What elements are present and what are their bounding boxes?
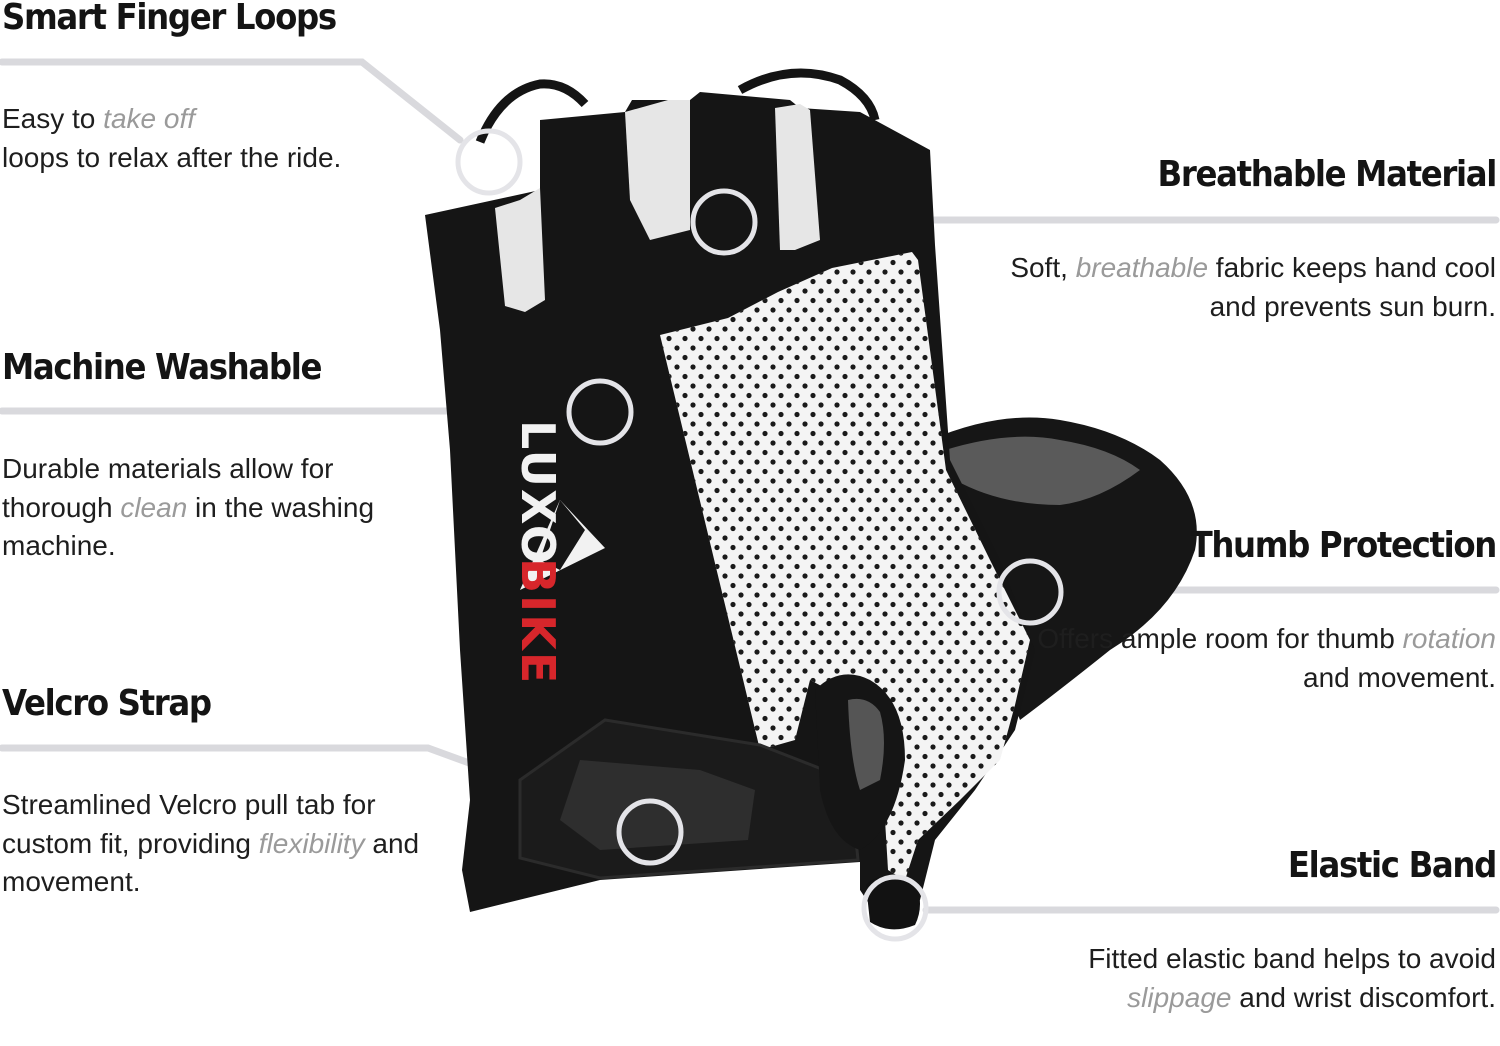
feature-title: Thumb Protection	[1190, 525, 1498, 566]
callout-circle-icon	[616, 798, 684, 866]
feature-description: Soft, breathable fabric keeps hand cool …	[1010, 252, 1496, 322]
callout-circle-icon	[996, 558, 1064, 626]
feature-description: Fitted elastic band helps to avoid slipp…	[1088, 943, 1496, 1013]
finger-loops	[475, 68, 880, 144]
callout-circle-icon	[455, 128, 523, 196]
finger-gaps	[495, 100, 820, 312]
callout-circle-icon	[690, 188, 758, 256]
feature-title: Velcro Strap	[2, 683, 212, 724]
feature-title: Breathable Material	[1157, 154, 1498, 195]
feature-elastic-band: Elastic Band Fitted elastic band helps t…	[996, 845, 1497, 1017]
thumb-gray-padding	[945, 436, 1140, 505]
feature-title: Smart Finger Loops	[2, 0, 337, 38]
feature-title: Machine Washable	[2, 347, 322, 388]
velcro-pull-tab	[560, 760, 755, 850]
svg-text:BIKE: BIKE	[511, 558, 565, 685]
feature-description: Durable materials allow for thorough cle…	[2, 453, 375, 561]
feature-thumb-protection: Thumb Protection Offers ample room for t…	[996, 525, 1498, 697]
feature-title: Elastic Band	[1287, 845, 1497, 886]
feature-description: Offers ample room for thumb rotation and…	[1037, 623, 1496, 693]
callout-circle-icon	[566, 378, 634, 446]
loops-leader-line	[0, 58, 464, 144]
callout-circle-icon	[861, 874, 929, 942]
feature-description: Streamlined Velcro pull tab for custom f…	[2, 789, 420, 897]
brand-logo: LUXO BIKE	[511, 420, 565, 685]
feature-velcro-strap: Velcro Strap Streamlined Velcro pull tab…	[2, 686, 422, 902]
feature-breathable-material: Breathable Material Soft, breathable fab…	[996, 154, 1498, 326]
feature-smart-finger-loops: Smart Finger Loops Easy to take off loop…	[2, 0, 422, 177]
callout-circles	[455, 128, 1064, 942]
svg-text:LUXO: LUXO	[511, 420, 565, 566]
mountain-logo-icon	[520, 500, 605, 590]
elastic-band	[866, 876, 920, 930]
feature-machine-washable: Machine Washable Durable materials allow…	[2, 350, 422, 566]
feature-description: Easy to take off loops to relax after th…	[2, 103, 342, 173]
